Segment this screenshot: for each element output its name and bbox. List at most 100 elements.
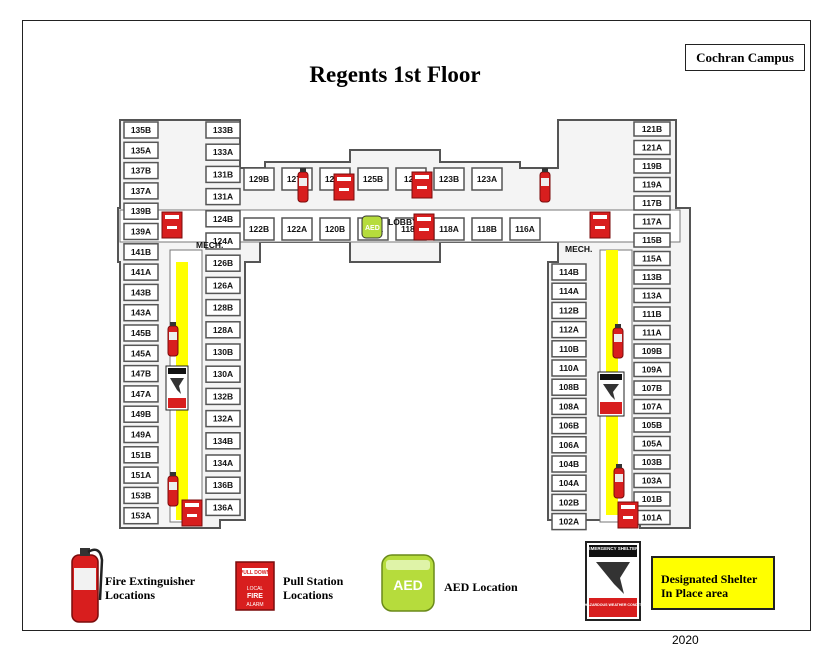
room-box — [357, 167, 389, 191]
aed-legend-label: AED Location — [444, 580, 518, 594]
room-box — [205, 343, 241, 361]
room-box — [123, 506, 159, 525]
fire-extinguisher-icon — [539, 168, 551, 203]
room-box — [551, 416, 587, 435]
pull-station-icon — [411, 171, 433, 199]
room-label: 143B — [131, 287, 151, 297]
room-label: 116A — [515, 224, 535, 234]
mech-left-label: MECH. — [196, 240, 223, 250]
room-box — [551, 340, 587, 358]
room-box — [471, 217, 503, 241]
room-box — [123, 324, 159, 342]
room-label: 103A — [642, 476, 662, 486]
room-label: 123B — [439, 174, 459, 184]
shelter-legend-top-text: EMERGENCY SHELTER — [588, 546, 640, 551]
room-label: 133A — [213, 147, 233, 157]
room-label: 135B — [131, 125, 151, 135]
room-box — [551, 320, 587, 339]
room-label: 109A — [642, 365, 662, 375]
room-box — [633, 195, 671, 211]
fire-extinguisher-icon — [613, 464, 625, 499]
room-label: 124A — [213, 236, 233, 246]
room-label: 129B — [249, 174, 269, 184]
room-label: 134A — [213, 458, 233, 468]
svg-text:PULL DOWN: PULL DOWN — [240, 570, 271, 576]
room-label: 114B — [559, 267, 579, 277]
room-box — [123, 263, 159, 281]
room-box — [123, 121, 159, 139]
fire-extinguisher-legend-icon — [71, 548, 104, 623]
room-label: 131A — [213, 192, 233, 202]
room-box — [205, 454, 241, 472]
room-label: 122B — [249, 224, 269, 234]
room-box — [633, 343, 671, 359]
year-label: 2020 — [672, 633, 699, 647]
pull-station-legend-icon: PULL DOWN LOCAL FIRE ALARM — [235, 561, 275, 611]
room-box — [633, 250, 671, 267]
fire-extinguisher-icon — [167, 472, 179, 507]
fire-extinguisher-icon — [297, 168, 309, 203]
room-label: 132B — [213, 391, 233, 401]
room-label: 137B — [131, 166, 151, 176]
room-box — [633, 361, 671, 378]
room-label: 110A — [559, 363, 579, 373]
room-box — [633, 324, 671, 341]
room-label: 133B — [213, 125, 233, 135]
room-label: 111A — [642, 328, 661, 338]
room-label: 131B — [213, 169, 233, 179]
pull-station-markers — [161, 171, 639, 529]
room-label: 130B — [213, 347, 233, 357]
room-box — [633, 417, 671, 433]
room-label: 145B — [131, 328, 151, 338]
room-label: 119A — [642, 180, 662, 190]
shelter-sign-marker — [597, 371, 625, 417]
room-label: 108A — [559, 401, 579, 411]
room-box — [633, 213, 671, 230]
svg-text:ALARM: ALARM — [246, 602, 263, 608]
room-box — [123, 364, 159, 383]
room-label: 145A — [131, 348, 151, 358]
room-box — [551, 474, 587, 492]
room-box — [205, 121, 241, 139]
room-label: 115B — [642, 235, 662, 245]
room-box — [205, 165, 241, 184]
room-box — [205, 387, 241, 406]
room-label: 147A — [131, 389, 151, 399]
room-label: 112A — [559, 325, 579, 335]
room-label: 102A — [559, 517, 579, 527]
room-box — [205, 476, 241, 494]
room-label: 124B — [213, 214, 233, 224]
room-label: 139B — [131, 206, 151, 216]
svg-text:AED: AED — [365, 225, 380, 232]
svg-text:FIRE: FIRE — [247, 593, 263, 600]
room-label: 106A — [559, 440, 579, 450]
room-label: 132A — [213, 414, 233, 424]
room-box — [243, 167, 275, 191]
room-label: 105A — [642, 439, 662, 449]
room-label: 149B — [131, 409, 151, 419]
room-label: 137A — [131, 186, 151, 196]
room-box — [123, 141, 159, 160]
room-label: 117A — [642, 217, 662, 227]
room-box — [551, 397, 587, 416]
room-box — [551, 493, 587, 512]
room-box — [205, 409, 241, 428]
room-label: 122A — [287, 224, 307, 234]
room-label: 127A — [287, 174, 307, 184]
room-box — [633, 232, 671, 248]
room-box — [205, 254, 241, 272]
room-label: 101B — [642, 494, 662, 504]
fire-extinguisher-icon — [167, 322, 179, 357]
room-box — [633, 176, 671, 193]
pull-station-icon — [333, 173, 355, 201]
room-box — [205, 276, 241, 295]
room-label: 102B — [559, 497, 579, 507]
room-box — [633, 269, 671, 285]
room-box — [633, 121, 671, 137]
shelter-sign-marker — [165, 365, 189, 411]
room-box — [123, 466, 159, 484]
room-label: 149A — [131, 430, 151, 440]
pull-station-icon — [413, 213, 435, 241]
room-box — [551, 455, 587, 473]
